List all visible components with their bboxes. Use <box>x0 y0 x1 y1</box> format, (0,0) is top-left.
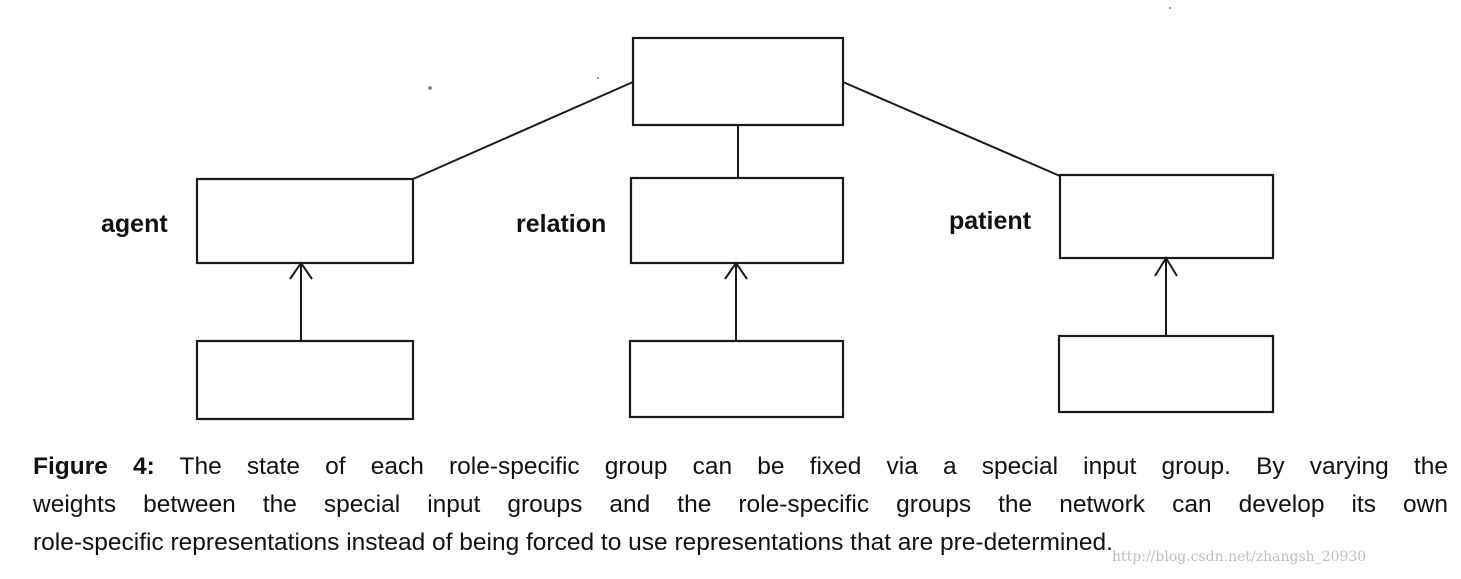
caption-line-1-text: The state of each role-specific group ca… <box>154 453 1448 480</box>
scan-speck <box>428 86 432 90</box>
caption-line-2: weights between the special input groups… <box>33 491 1448 518</box>
figure-label: Figure 4: <box>33 453 155 480</box>
edge-top-patient <box>842 81 1061 177</box>
node-patient <box>1058 173 1275 260</box>
node-relation-input <box>628 339 845 419</box>
edge-top-agent <box>412 81 634 180</box>
network-diagram: agent relation patient <box>101 7 1275 421</box>
node-patient-input <box>1057 334 1275 414</box>
scan-speck <box>1169 7 1171 9</box>
node-agent <box>195 177 415 265</box>
node-label-patient: patient <box>949 207 1032 235</box>
node-top <box>631 36 845 127</box>
node-agent-input <box>195 339 415 421</box>
figure-caption: Figure 4: The state of each role-specifi… <box>33 448 1448 562</box>
scan-speck <box>597 77 599 79</box>
arrow-agent-input <box>289 261 313 341</box>
node-label-relation: relation <box>516 210 606 238</box>
watermark: http://blog.csdn.net/zhangsh_20930 <box>1112 549 1367 565</box>
node-label-agent: agent <box>101 210 168 238</box>
node-relation <box>629 176 845 265</box>
caption-line-1: Figure 4: The state of each role-specifi… <box>33 448 1448 486</box>
caption-line-3: role-specific representations instead of… <box>33 529 1113 556</box>
arrow-patient-input <box>1154 256 1178 336</box>
arrow-relation-input <box>724 261 748 341</box>
